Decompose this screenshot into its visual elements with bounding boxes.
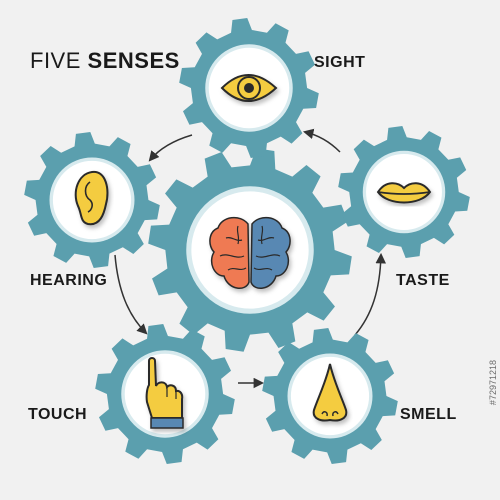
- nose-icon: [312, 363, 348, 422]
- pointing-hand-icon: [145, 357, 184, 429]
- label-touch: TOUCH: [28, 406, 88, 423]
- brain-icon: [209, 216, 291, 289]
- diagram-title: FIVE SENSES: [30, 48, 180, 74]
- lips-icon: [376, 182, 432, 204]
- gear-center: [148, 148, 352, 352]
- title-light: FIVE: [30, 48, 81, 73]
- ear-icon: [74, 170, 109, 226]
- label-smell: SMELL: [400, 406, 457, 423]
- arrow-smell-to-taste: [354, 252, 387, 336]
- arrow-hearing-to-touch: [114, 254, 148, 335]
- title-bold: SENSES: [87, 48, 180, 73]
- label-hearing: HEARING: [30, 272, 108, 289]
- label-sight: SIGHT: [314, 54, 366, 71]
- label-taste: TASTE: [396, 272, 450, 289]
- arrow-taste-to-sight: [302, 128, 341, 153]
- gear-center-hub: [186, 186, 314, 314]
- eye-icon: [220, 74, 278, 102]
- stock-image-id: #72971218: [488, 360, 498, 406]
- arrow-sight-to-hearing: [148, 134, 193, 162]
